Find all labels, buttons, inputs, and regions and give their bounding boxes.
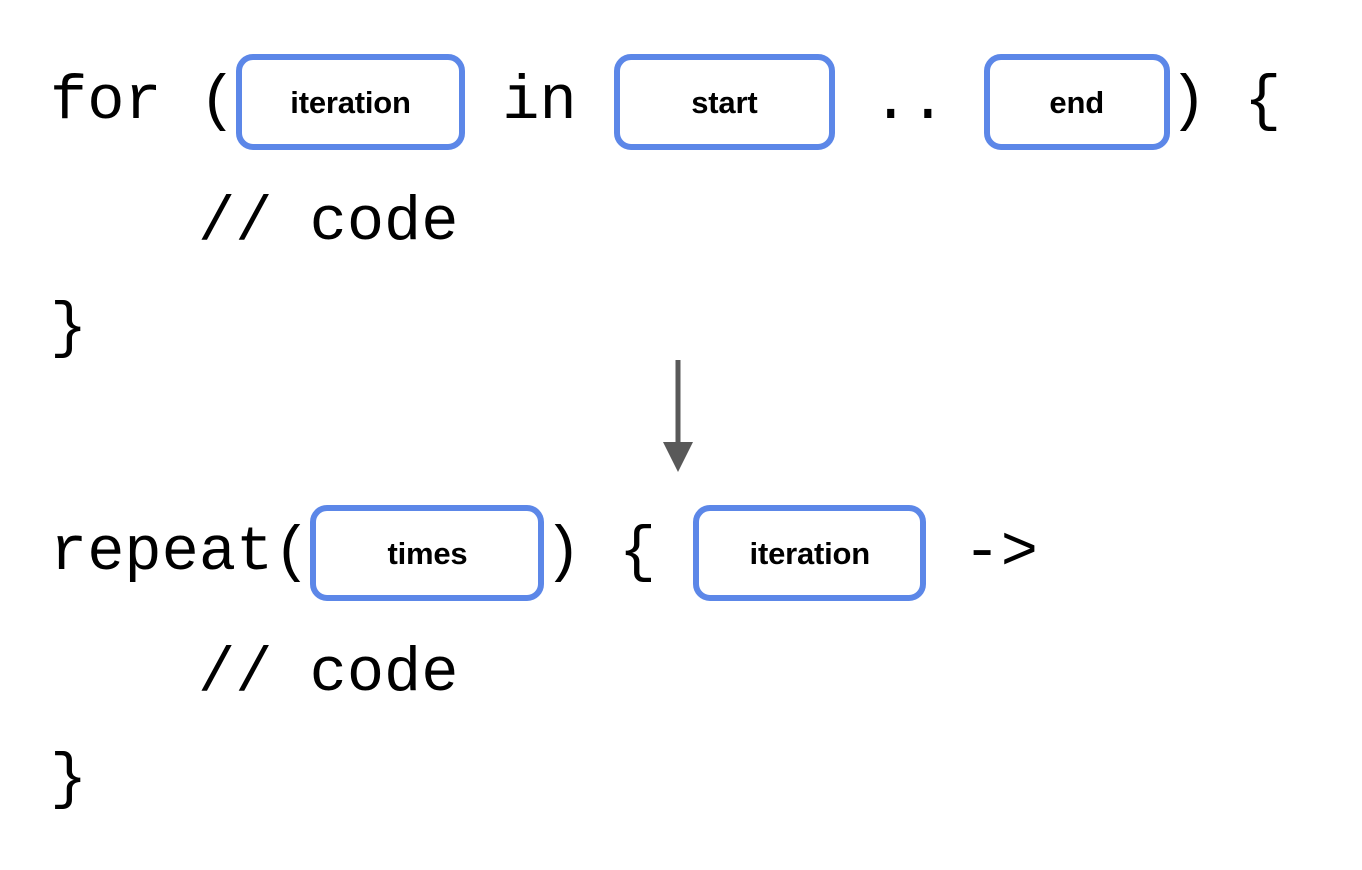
- placeholder-chip-end[interactable]: end: [983, 54, 1170, 150]
- placeholder-chip-iteration[interactable]: iteration: [236, 54, 466, 150]
- code-token-in: in: [465, 66, 614, 137]
- code-token-lambda-arrow: ->: [926, 517, 1038, 588]
- code-token-repeat-open: repeat(: [50, 517, 311, 588]
- code-line-repeat-closing-brace: }: [50, 749, 87, 811]
- transform-arrow: [648, 358, 708, 476]
- code-token-for-closing-brace: }: [50, 293, 88, 364]
- placeholder-chip-iteration-lambda[interactable]: iteration: [693, 505, 927, 601]
- code-comment-for-body: // code: [198, 187, 459, 258]
- code-token-for-close-paren-brace: ) {: [1169, 66, 1282, 137]
- code-line-repeat-header: repeat( times ) { iteration ->: [50, 505, 1038, 601]
- code-line-for-body: // code: [198, 192, 458, 254]
- code-line-for-header: for ( iteration in start .. end ) {: [50, 54, 1281, 150]
- placeholder-chip-times[interactable]: times: [310, 505, 545, 601]
- code-line-repeat-body: // code: [198, 643, 458, 705]
- placeholder-chip-start[interactable]: start: [613, 54, 835, 150]
- code-token-repeat-close-paren-brace: ) {: [544, 517, 694, 588]
- code-comment-repeat-body: // code: [198, 638, 459, 709]
- arrow-down-icon: [648, 358, 708, 476]
- code-token-for-open: for (: [50, 66, 237, 137]
- code-line-for-closing-brace: }: [50, 298, 87, 360]
- code-token-repeat-closing-brace: }: [50, 744, 88, 815]
- code-token-range-operator: ..: [834, 66, 984, 137]
